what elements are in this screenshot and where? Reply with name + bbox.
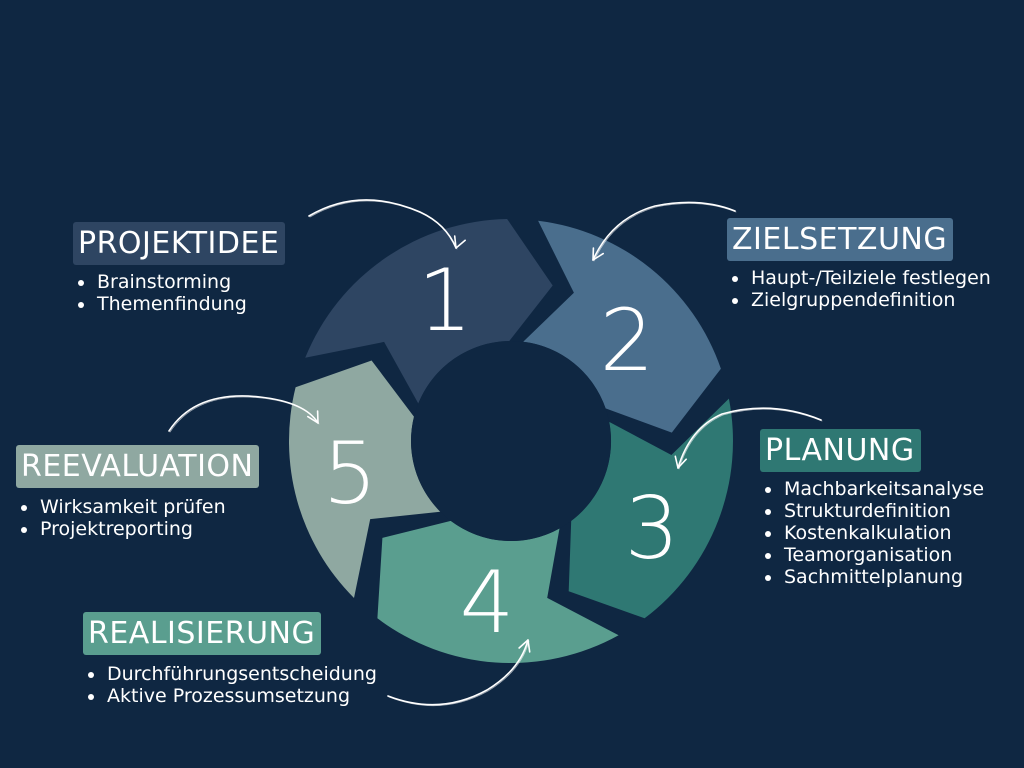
cycle-segment-2 bbox=[523, 220, 721, 433]
list-item: Themenfindung bbox=[73, 293, 285, 315]
phase-realisierung: REALISIERUNG Durchführungsentscheidung A… bbox=[83, 612, 377, 707]
cycle-segment-5 bbox=[288, 360, 441, 598]
phase-title-zielsetzung: ZIELSETZUNG bbox=[727, 218, 954, 261]
phase-title-projektidee: PROJEKTIDEE bbox=[73, 222, 286, 265]
list-item: Projektreporting bbox=[16, 518, 259, 540]
phase-reevaluation: REEVALUATION Wirksamkeit prüfen Projektr… bbox=[16, 445, 260, 540]
list-item: Durchführungsentscheidung bbox=[83, 663, 377, 685]
arrow-projektidee-icon bbox=[308, 199, 466, 250]
phase-items-planung: Machbarkeitsanalyse Strukturdefinition K… bbox=[760, 478, 984, 588]
phase-title-reevaluation: REEVALUATION bbox=[16, 445, 260, 488]
cycle-number-2: 2 bbox=[600, 291, 655, 391]
phase-items-projektidee: Brainstorming Themenfindung bbox=[73, 271, 285, 315]
phase-items-zielsetzung: Haupt-/Teilziele festlegen Zielgruppende… bbox=[727, 267, 991, 311]
list-item: Aktive Prozessumsetzung bbox=[83, 685, 377, 707]
phase-title-planung: PLANUNG bbox=[760, 429, 921, 472]
arrow-reevaluation-icon bbox=[168, 395, 320, 433]
phase-planung: PLANUNG Machbarkeitsanalyse Strukturdefi… bbox=[760, 429, 984, 588]
list-item: Haupt-/Teilziele festlegen bbox=[727, 267, 991, 289]
list-item: Sachmittelplanung bbox=[760, 566, 984, 588]
phase-items-realisierung: Durchführungsentscheidung Aktive Prozess… bbox=[83, 663, 377, 707]
cycle-segment-3 bbox=[568, 398, 733, 619]
cycle-segment-1 bbox=[305, 219, 553, 404]
list-item: Kostenkalkulation bbox=[760, 522, 984, 544]
phase-title-realisierung: REALISIERUNG bbox=[83, 612, 322, 655]
center-hole bbox=[411, 341, 611, 541]
connector-arrows bbox=[168, 199, 823, 707]
phase-zielsetzung: ZIELSETZUNG Haupt-/Teilziele festlegen Z… bbox=[727, 218, 991, 311]
list-item: Machbarkeitsanalyse bbox=[760, 478, 984, 500]
cycle-number-5: 5 bbox=[323, 424, 378, 524]
phase-items-reevaluation: Wirksamkeit prüfen Projektreporting bbox=[16, 496, 259, 540]
list-item: Wirksamkeit prüfen bbox=[16, 496, 259, 518]
cycle-segment-4 bbox=[377, 520, 619, 664]
cycle-number-1: 1 bbox=[418, 251, 473, 351]
list-item: Teamorganisation bbox=[760, 544, 984, 566]
list-item: Strukturdefinition bbox=[760, 500, 984, 522]
arrow-planung-icon bbox=[674, 407, 823, 470]
phase-projektidee: PROJEKTIDEE Brainstorming Themenfindung bbox=[73, 222, 286, 315]
cycle-number-4: 4 bbox=[460, 553, 515, 653]
arrow-realisierung-icon bbox=[387, 639, 531, 707]
arrow-zielsetzung-icon bbox=[592, 201, 737, 262]
cycle-number-3: 3 bbox=[625, 479, 680, 579]
list-item: Brainstorming bbox=[73, 271, 285, 293]
list-item: Zielgruppendefinition bbox=[727, 289, 991, 311]
